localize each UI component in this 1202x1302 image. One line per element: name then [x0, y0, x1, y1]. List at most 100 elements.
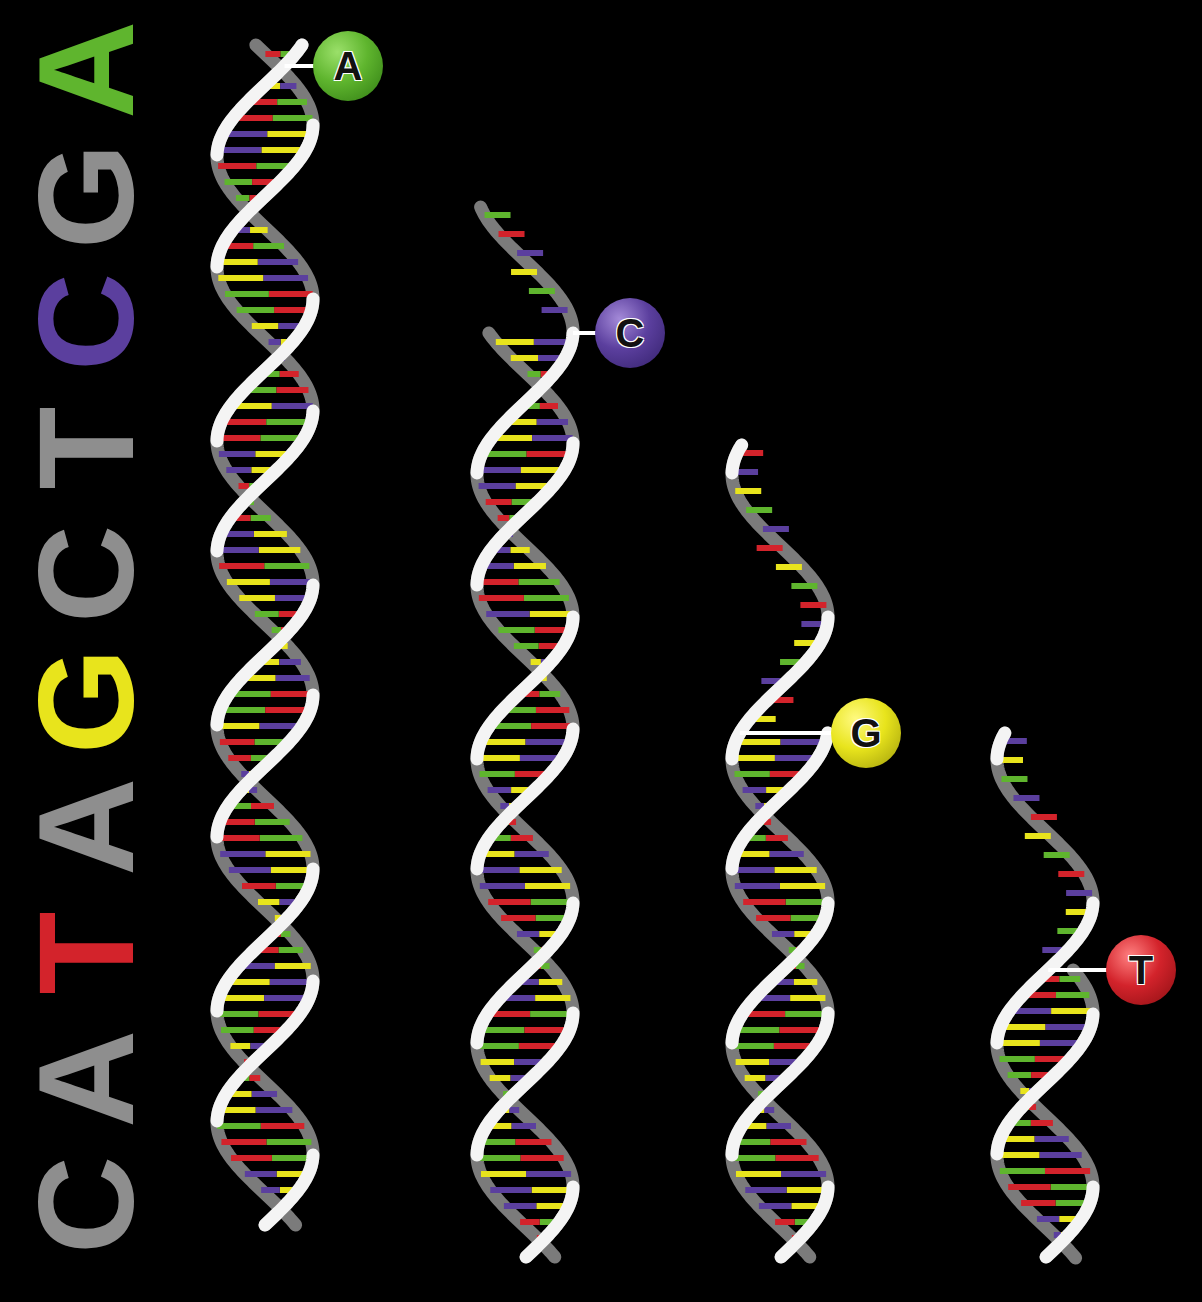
- base: [764, 1107, 774, 1113]
- base: [1000, 1168, 1045, 1174]
- base: [1037, 1216, 1059, 1222]
- base: [736, 1059, 769, 1065]
- base: [265, 51, 280, 57]
- base: [499, 231, 525, 237]
- base: [800, 602, 826, 608]
- base: [518, 579, 559, 585]
- base: [253, 243, 284, 249]
- base: [250, 227, 268, 233]
- base: [757, 545, 783, 551]
- base: [1044, 852, 1070, 858]
- base: [218, 275, 263, 281]
- base: [252, 1091, 277, 1097]
- base: [1025, 833, 1051, 839]
- base: [1039, 1152, 1081, 1158]
- base: [517, 931, 539, 937]
- backbone-front: [477, 443, 573, 1155]
- base: [1056, 992, 1089, 998]
- base: [481, 1171, 526, 1177]
- base: [1034, 1136, 1068, 1142]
- backbone-front: [997, 733, 1093, 1257]
- base: [250, 515, 270, 521]
- backbone-front: [732, 733, 828, 1155]
- base: [481, 1059, 514, 1065]
- base: [261, 1187, 280, 1193]
- base-label-circle: A: [313, 31, 383, 101]
- sequence-letter: A: [18, 21, 154, 119]
- base: [524, 595, 569, 601]
- base: [221, 1139, 266, 1145]
- base: [774, 867, 816, 873]
- base: [770, 1139, 806, 1145]
- base: [790, 995, 825, 1001]
- base: [251, 803, 274, 809]
- dna-helix: [477, 207, 573, 1257]
- base: [263, 275, 308, 281]
- base: [540, 403, 558, 409]
- base: [517, 250, 543, 256]
- base: [260, 835, 303, 841]
- base: [269, 291, 313, 297]
- base: [791, 583, 817, 589]
- base: [776, 564, 802, 570]
- base: [265, 851, 310, 857]
- sequence-letter: C: [18, 1156, 154, 1254]
- sequence-letter: T: [18, 911, 154, 994]
- backbone-front: [477, 333, 573, 1257]
- base: [735, 883, 780, 889]
- sequence-letter: C: [18, 525, 154, 623]
- base: [766, 1123, 791, 1129]
- base: [501, 915, 535, 921]
- base: [220, 739, 255, 745]
- base: [227, 579, 270, 585]
- base: [277, 99, 307, 105]
- base: [280, 371, 299, 377]
- base: [736, 1171, 781, 1177]
- base: [514, 563, 546, 569]
- base: [794, 979, 817, 985]
- base: [527, 371, 540, 377]
- base: [480, 883, 525, 889]
- base: [226, 467, 251, 473]
- base: [1000, 1056, 1035, 1062]
- base: [1058, 871, 1084, 877]
- base: [525, 883, 570, 889]
- backbone-back: [732, 445, 828, 1257]
- base-letter: G: [850, 713, 881, 753]
- base-label-circle: T: [1106, 935, 1176, 1005]
- base: [531, 659, 541, 665]
- base: [759, 1203, 791, 1209]
- base: [237, 307, 274, 313]
- base: [488, 787, 512, 793]
- base: [486, 499, 512, 505]
- base: [536, 707, 569, 713]
- base: [490, 1075, 511, 1081]
- base: [1031, 1120, 1053, 1126]
- backbone-front: [217, 45, 313, 1225]
- base: [769, 851, 803, 857]
- base: [236, 195, 250, 201]
- base: [280, 83, 296, 89]
- base: [256, 1107, 293, 1113]
- sequence-letter: A: [18, 778, 154, 876]
- base: [504, 1203, 536, 1209]
- base: [745, 1187, 786, 1193]
- base: [258, 899, 279, 905]
- base: [780, 883, 825, 889]
- base: [526, 1171, 571, 1177]
- base-label-circle: G: [831, 698, 901, 768]
- base: [258, 259, 298, 265]
- base: [229, 867, 271, 873]
- base: [772, 931, 794, 937]
- base-letter: A: [334, 46, 363, 86]
- sequence-letter: G: [18, 143, 154, 249]
- base: [496, 339, 534, 345]
- backbone-front: [217, 125, 313, 1121]
- base: [529, 288, 555, 294]
- base: [249, 1075, 260, 1081]
- base: [766, 835, 788, 841]
- base: [239, 595, 275, 601]
- base: [511, 269, 537, 275]
- base: [1021, 1200, 1055, 1206]
